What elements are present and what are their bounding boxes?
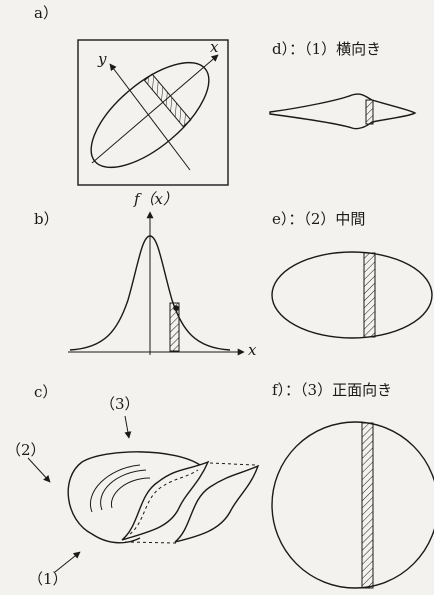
panel-c-arrow-3 [124, 415, 132, 439]
panel-d-diagram [269, 93, 417, 130]
panel-e-diagram [271, 251, 433, 339]
panel-b-label: b） [34, 210, 59, 228]
panel-f-hatched-strip [361, 422, 374, 589]
panel-c-label: c） [34, 383, 58, 401]
panel-c-arrow-2 [27, 457, 51, 483]
panel-c-view3-label: （3） [100, 395, 140, 413]
panel-c-link-bottom [124, 541, 177, 544]
panel-b-point [173, 305, 179, 311]
panel-d-profile [269, 93, 417, 130]
panel-a-x-label: x [210, 38, 219, 56]
panel-c-slice-right [174, 464, 260, 543]
panel-b-diagram [68, 211, 245, 356]
panel-b-x-label: x [248, 341, 257, 359]
panel-a-frame [77, 39, 229, 186]
panel-f-circle [271, 421, 434, 589]
panel-e-ellipse [271, 251, 433, 339]
panel-e-hatched-strip [363, 252, 376, 338]
panel-e-label: e）：（2）中間 [272, 210, 366, 228]
panel-c-slice-left [121, 460, 210, 541]
panel-c-view1-label: （1） [28, 570, 68, 588]
panel-a-hatched-strip [143, 73, 192, 128]
panel-a-y-label: y [98, 50, 107, 68]
panel-a-y-axis [109, 63, 191, 171]
panel-c-arrow-1 [54, 551, 81, 573]
panel-b-f-label: f（x） [134, 190, 179, 208]
panel-b-bell-curve [69, 235, 231, 351]
panel-c-link-top [209, 462, 256, 466]
panel-d-hatched-strip [365, 99, 374, 125]
panel-a-diagram [77, 39, 229, 186]
panel-a-ellipse [90, 61, 210, 169]
panel-c-ring-1 [110, 477, 151, 509]
panel-f-label: f）：（3）正面向き [272, 381, 393, 399]
panel-b-hatched-bar [169, 302, 180, 352]
panel-a-label: a） [34, 4, 58, 22]
panel-f-diagram [271, 421, 434, 589]
panel-c-ring-3 [90, 464, 141, 513]
panel-c-slice-left-inner [129, 469, 199, 535]
panel-c-ring-2 [100, 469, 147, 511]
panel-c-view2-label: （2） [6, 441, 46, 459]
panel-c-cut-body [67, 451, 201, 544]
panel-a-x-axis [91, 54, 219, 164]
panel-d-label: d）：（1）横向き [272, 40, 382, 58]
panel-c-diagram [27, 415, 260, 573]
